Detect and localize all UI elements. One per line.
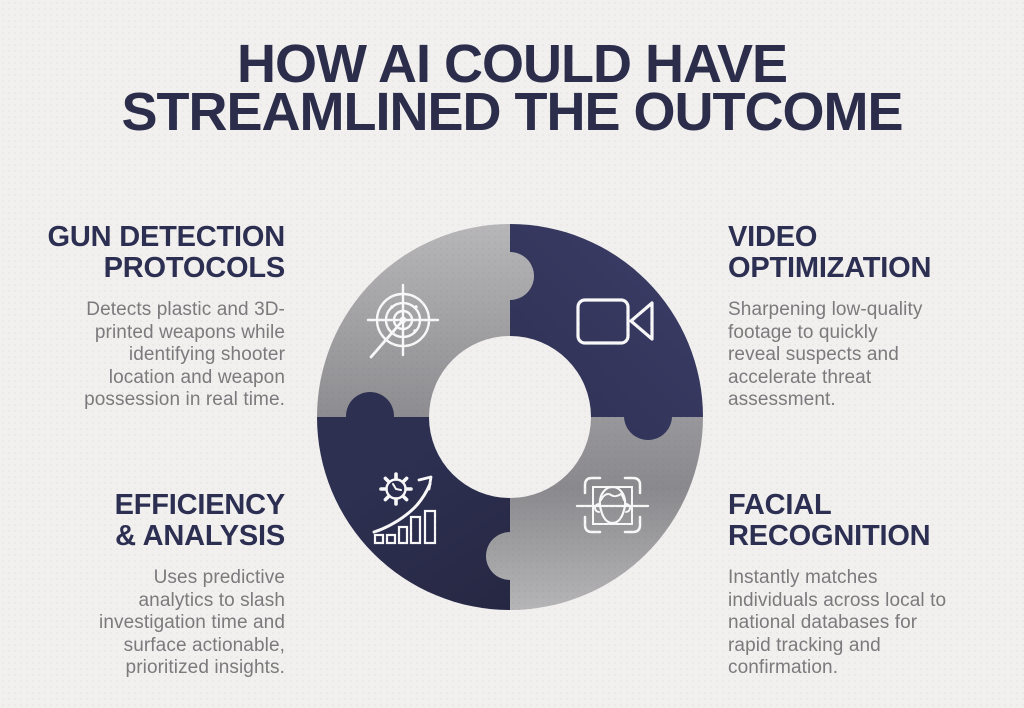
section-body: Sharpening low-quality footage to quickl… xyxy=(728,299,923,410)
face-scan-icon xyxy=(575,476,650,534)
section-facial-recognition: FACIAL RECOGNITION Instantly matches ind… xyxy=(728,490,990,680)
puzzle-quadrant-bottom-left xyxy=(317,417,510,610)
section-body: Instantly matches individuals across loc… xyxy=(728,567,947,678)
section-heading: FACIAL RECOGNITION xyxy=(728,489,931,552)
puzzle-knob-left xyxy=(346,392,394,440)
puzzle-knob-bottom xyxy=(486,532,534,580)
video-camera-icon xyxy=(576,298,654,345)
target-crosshair-icon xyxy=(366,283,440,359)
section-heading: GUN DETECTION PROTOCOLS xyxy=(47,221,286,284)
gear-growth-chart-icon xyxy=(372,472,437,545)
section-video-optimization: VIDEO OPTIMIZATION Sharpening low-qualit… xyxy=(728,222,983,412)
page-title: HOW AI COULD HAVE STREAMLINED THE OUTCOM… xyxy=(121,34,904,142)
section-body: Detects plastic and 3D- printed weapons … xyxy=(84,299,285,410)
puzzle-quadrant-bottom-right xyxy=(510,417,703,610)
section-efficiency-analysis: EFFICIENCY & ANALYSIS Uses predictive an… xyxy=(35,490,285,680)
section-heading: VIDEO OPTIMIZATION xyxy=(728,221,932,284)
puzzle-knob-top xyxy=(486,252,534,300)
section-gun-detection-protocols: GUN DETECTION PROTOCOLS Detects plastic … xyxy=(20,221,286,412)
section-body: Uses predictive analytics to slash inves… xyxy=(99,567,285,678)
puzzle-quadrant-top-right xyxy=(510,224,703,417)
section-heading: EFFICIENCY & ANALYSIS xyxy=(114,489,286,552)
puzzle-knob-right xyxy=(624,392,672,440)
